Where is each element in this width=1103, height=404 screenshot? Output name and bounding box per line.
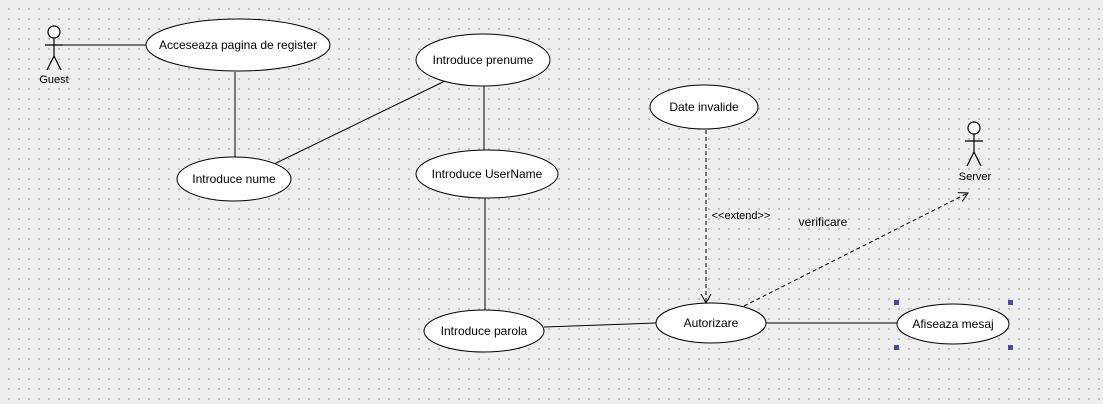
use-case-nume-label: Introduce nume <box>192 172 276 186</box>
actor-server-label: Server <box>959 171 992 183</box>
use-case-autorizare-label: Autorizare <box>684 316 739 330</box>
extend-label: <<extend>> <box>712 210 771 222</box>
use-case-prenume-label: Introduce prenume <box>433 53 534 67</box>
actor-guest-label: Guest <box>39 74 68 86</box>
use-case-register-page[interactable]: Acceseaza pagina de register <box>145 18 331 72</box>
use-case-afiseaza-mesaj[interactable]: Afiseaza mesaj <box>896 303 1010 345</box>
actor-server[interactable]: Server <box>959 121 992 183</box>
use-case-register-page-label: Acceseaza pagina de register <box>159 38 317 52</box>
use-case-parola-label: Introduce parola <box>441 324 528 338</box>
actor-guest[interactable]: Guest <box>39 25 69 86</box>
verificare-dependency[interactable] <box>743 192 969 307</box>
selection-handle-top-right[interactable] <box>1008 300 1013 305</box>
use-case-username-label: Introduce UserName <box>432 167 543 181</box>
verificare-label: verificare <box>799 215 848 229</box>
association-parola-autorizare[interactable] <box>543 322 657 328</box>
use-case-nume[interactable]: Introduce nume <box>176 156 292 202</box>
use-case-autorizare[interactable]: Autorizare <box>655 302 767 344</box>
selection-handle-bottom-left[interactable] <box>894 345 899 350</box>
association-nume-prenume[interactable] <box>269 80 446 167</box>
actor-guest-stick-figure-icon <box>45 25 63 71</box>
use-case-afiseaza-mesaj-label: Afiseaza mesaj <box>912 317 993 331</box>
selection-handle-top-left[interactable] <box>894 300 899 305</box>
use-case-prenume[interactable]: Introduce prenume <box>415 33 551 87</box>
use-case-parola[interactable]: Introduce parola <box>423 309 545 353</box>
use-case-username[interactable]: Introduce UserName <box>415 149 559 199</box>
use-case-date-invalide-label: Date invalide <box>669 100 739 114</box>
selection-handle-bottom-right[interactable] <box>1008 345 1013 350</box>
selection-handles[interactable] <box>894 300 1013 350</box>
actor-server-stick-figure-icon <box>965 121 983 167</box>
use-case-date-invalide[interactable]: Date invalide <box>649 84 759 130</box>
